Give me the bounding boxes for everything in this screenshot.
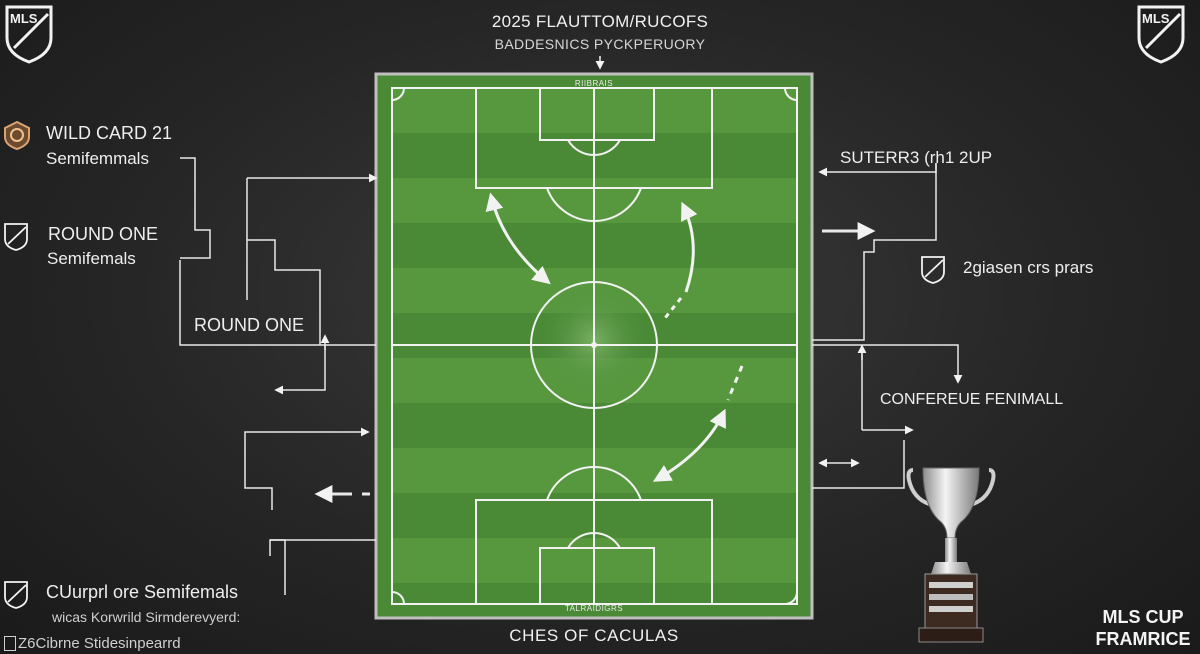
mls-crest-icon — [3, 222, 29, 257]
conference-semis-sub: wicas Korwrild Sirmderevyerd: — [52, 609, 241, 625]
brand-line-2: FRAMRICE — [1095, 629, 1191, 649]
conference-final-label: CONFEREUE FENIMALL — [880, 391, 1064, 408]
left-bracket-lines — [179, 157, 378, 595]
mls-crest-icon — [3, 580, 29, 615]
mls-crest-label: MLS — [1142, 11, 1170, 26]
soccer-pitch — [374, 72, 814, 620]
mls-crest-icon — [920, 255, 946, 290]
conference-semis-title: CUurprl ore Semifemals — [46, 582, 239, 602]
mls-crest-top-right-icon: MLS — [1136, 4, 1186, 69]
right-bracket-lines — [812, 163, 963, 489]
round-one-title-2: ROUND ONE — [194, 315, 305, 335]
play-arrows — [485, 192, 744, 482]
bracket-title: 2025 FLAUTTOM/RUCOFS — [491, 12, 709, 31]
right-title-2: 2giasen crs prars — [963, 258, 1094, 277]
wildcard-sub: Semifemmals — [46, 149, 149, 168]
footer-caption: CHES OF CACULAS — [509, 626, 679, 645]
pitch-top-tag: RIIBRAIS — [574, 79, 614, 88]
wildcard-title: WILD CARD 21 — [46, 123, 173, 143]
trophy-icon — [905, 464, 997, 651]
round-one-title-1: ROUND ONE — [48, 224, 159, 244]
bronze-crest-icon — [2, 120, 32, 155]
document-icon — [4, 636, 16, 651]
footnote-text: Z6Cibrne Stidesinpearrd — [18, 635, 181, 652]
mls-crest-top-left-icon: MLS — [4, 4, 54, 69]
pitch-bottom-tag: TALRAIDIGRS — [564, 604, 624, 613]
round-one-sub-1: Semifemals — [47, 249, 136, 268]
mls-crest-label: MLS — [10, 11, 38, 26]
brand-line-1: MLS CUP — [1102, 607, 1184, 627]
right-title-1: SUTERR3 (rh1 2UP — [840, 148, 993, 167]
bracket-subtitle: BADDESNICS PYCKPERUORY — [494, 36, 706, 52]
